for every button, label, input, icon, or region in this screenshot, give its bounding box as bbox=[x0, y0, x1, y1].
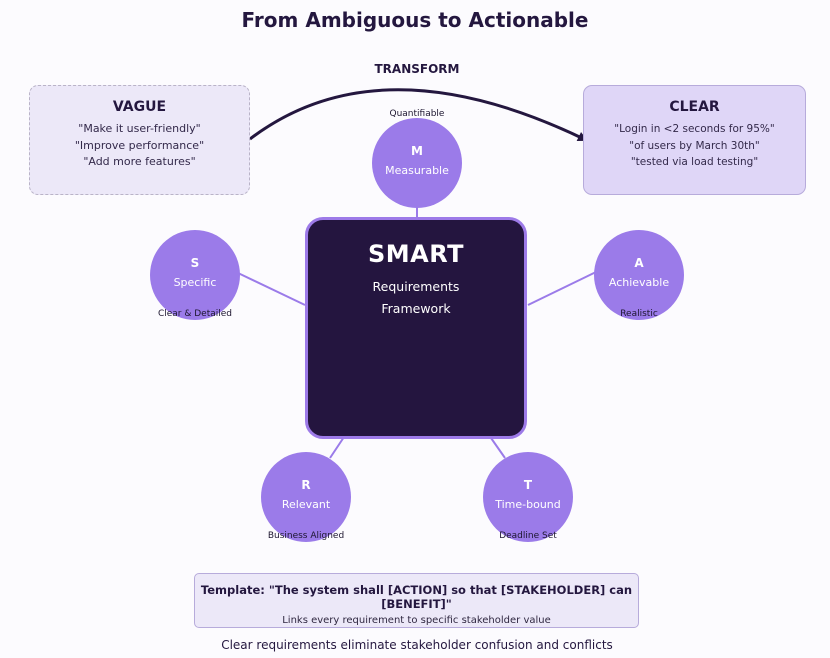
vague-example: "Improve performance" bbox=[74, 138, 205, 152]
node-name: Specific bbox=[173, 276, 217, 289]
template-description: Links every requirement to specific stak… bbox=[282, 615, 551, 626]
transform-arrow bbox=[249, 88, 588, 142]
node-specific: S Specific bbox=[150, 230, 240, 320]
vague-heading: VAGUE bbox=[112, 99, 167, 115]
diagram-title: From Ambiguous to Actionable bbox=[241, 8, 589, 32]
node-achievable: A Achievable bbox=[594, 230, 684, 320]
node-name: Relevant bbox=[281, 498, 331, 511]
smart-subtitle: Requirements bbox=[372, 279, 460, 294]
node-note-specific: Clear & Detailed bbox=[157, 309, 233, 319]
node-name: Measurable bbox=[385, 164, 449, 177]
connector-a bbox=[527, 271, 597, 306]
node-note-achievable: Realistic bbox=[620, 309, 658, 319]
node-letter: T bbox=[523, 478, 533, 492]
node-letter: R bbox=[301, 478, 311, 492]
template-statement: Template: "The system shall [ACTION] so … bbox=[200, 583, 633, 611]
node-note-relevant: Business Aligned bbox=[267, 531, 345, 541]
clear-box: CLEAR "Login in <2 seconds for 95%" "of … bbox=[583, 85, 806, 195]
clear-example: "Login in <2 seconds for 95%" bbox=[614, 123, 775, 135]
node-letter: S bbox=[190, 256, 200, 270]
clear-example: "of users by March 30th" bbox=[629, 139, 760, 152]
node-time-bound: T Time-bound bbox=[483, 452, 573, 542]
vague-example: "Add more features" bbox=[83, 155, 196, 168]
node-note-measurable: Quantifiable bbox=[389, 109, 445, 119]
vague-box: VAGUE "Make it user-friendly" "Improve p… bbox=[29, 85, 250, 195]
vague-example: "Make it user-friendly" bbox=[78, 122, 201, 135]
clear-heading: CLEAR bbox=[669, 99, 720, 115]
smart-subtitle: Framework bbox=[381, 301, 451, 316]
smart-framework-block: SMART Requirements Framework bbox=[305, 217, 527, 439]
connector-s bbox=[237, 272, 306, 306]
clear-example: "tested via load testing" bbox=[630, 156, 759, 168]
template-box: Template: "The system shall [ACTION] so … bbox=[194, 573, 639, 628]
footer-caption: Clear requirements eliminate stakeholder… bbox=[221, 638, 613, 652]
node-measurable: M Measurable bbox=[372, 118, 462, 208]
node-relevant: R Relevant bbox=[261, 452, 351, 542]
node-letter: M bbox=[411, 144, 423, 158]
smart-title: SMART bbox=[367, 240, 464, 268]
node-name: Achievable bbox=[608, 276, 670, 289]
node-letter: A bbox=[634, 256, 644, 270]
transform-label: TRANSFORM bbox=[374, 62, 460, 76]
node-name: Time-bound bbox=[495, 498, 561, 511]
node-note-time-bound: Deadline Set bbox=[499, 531, 557, 541]
